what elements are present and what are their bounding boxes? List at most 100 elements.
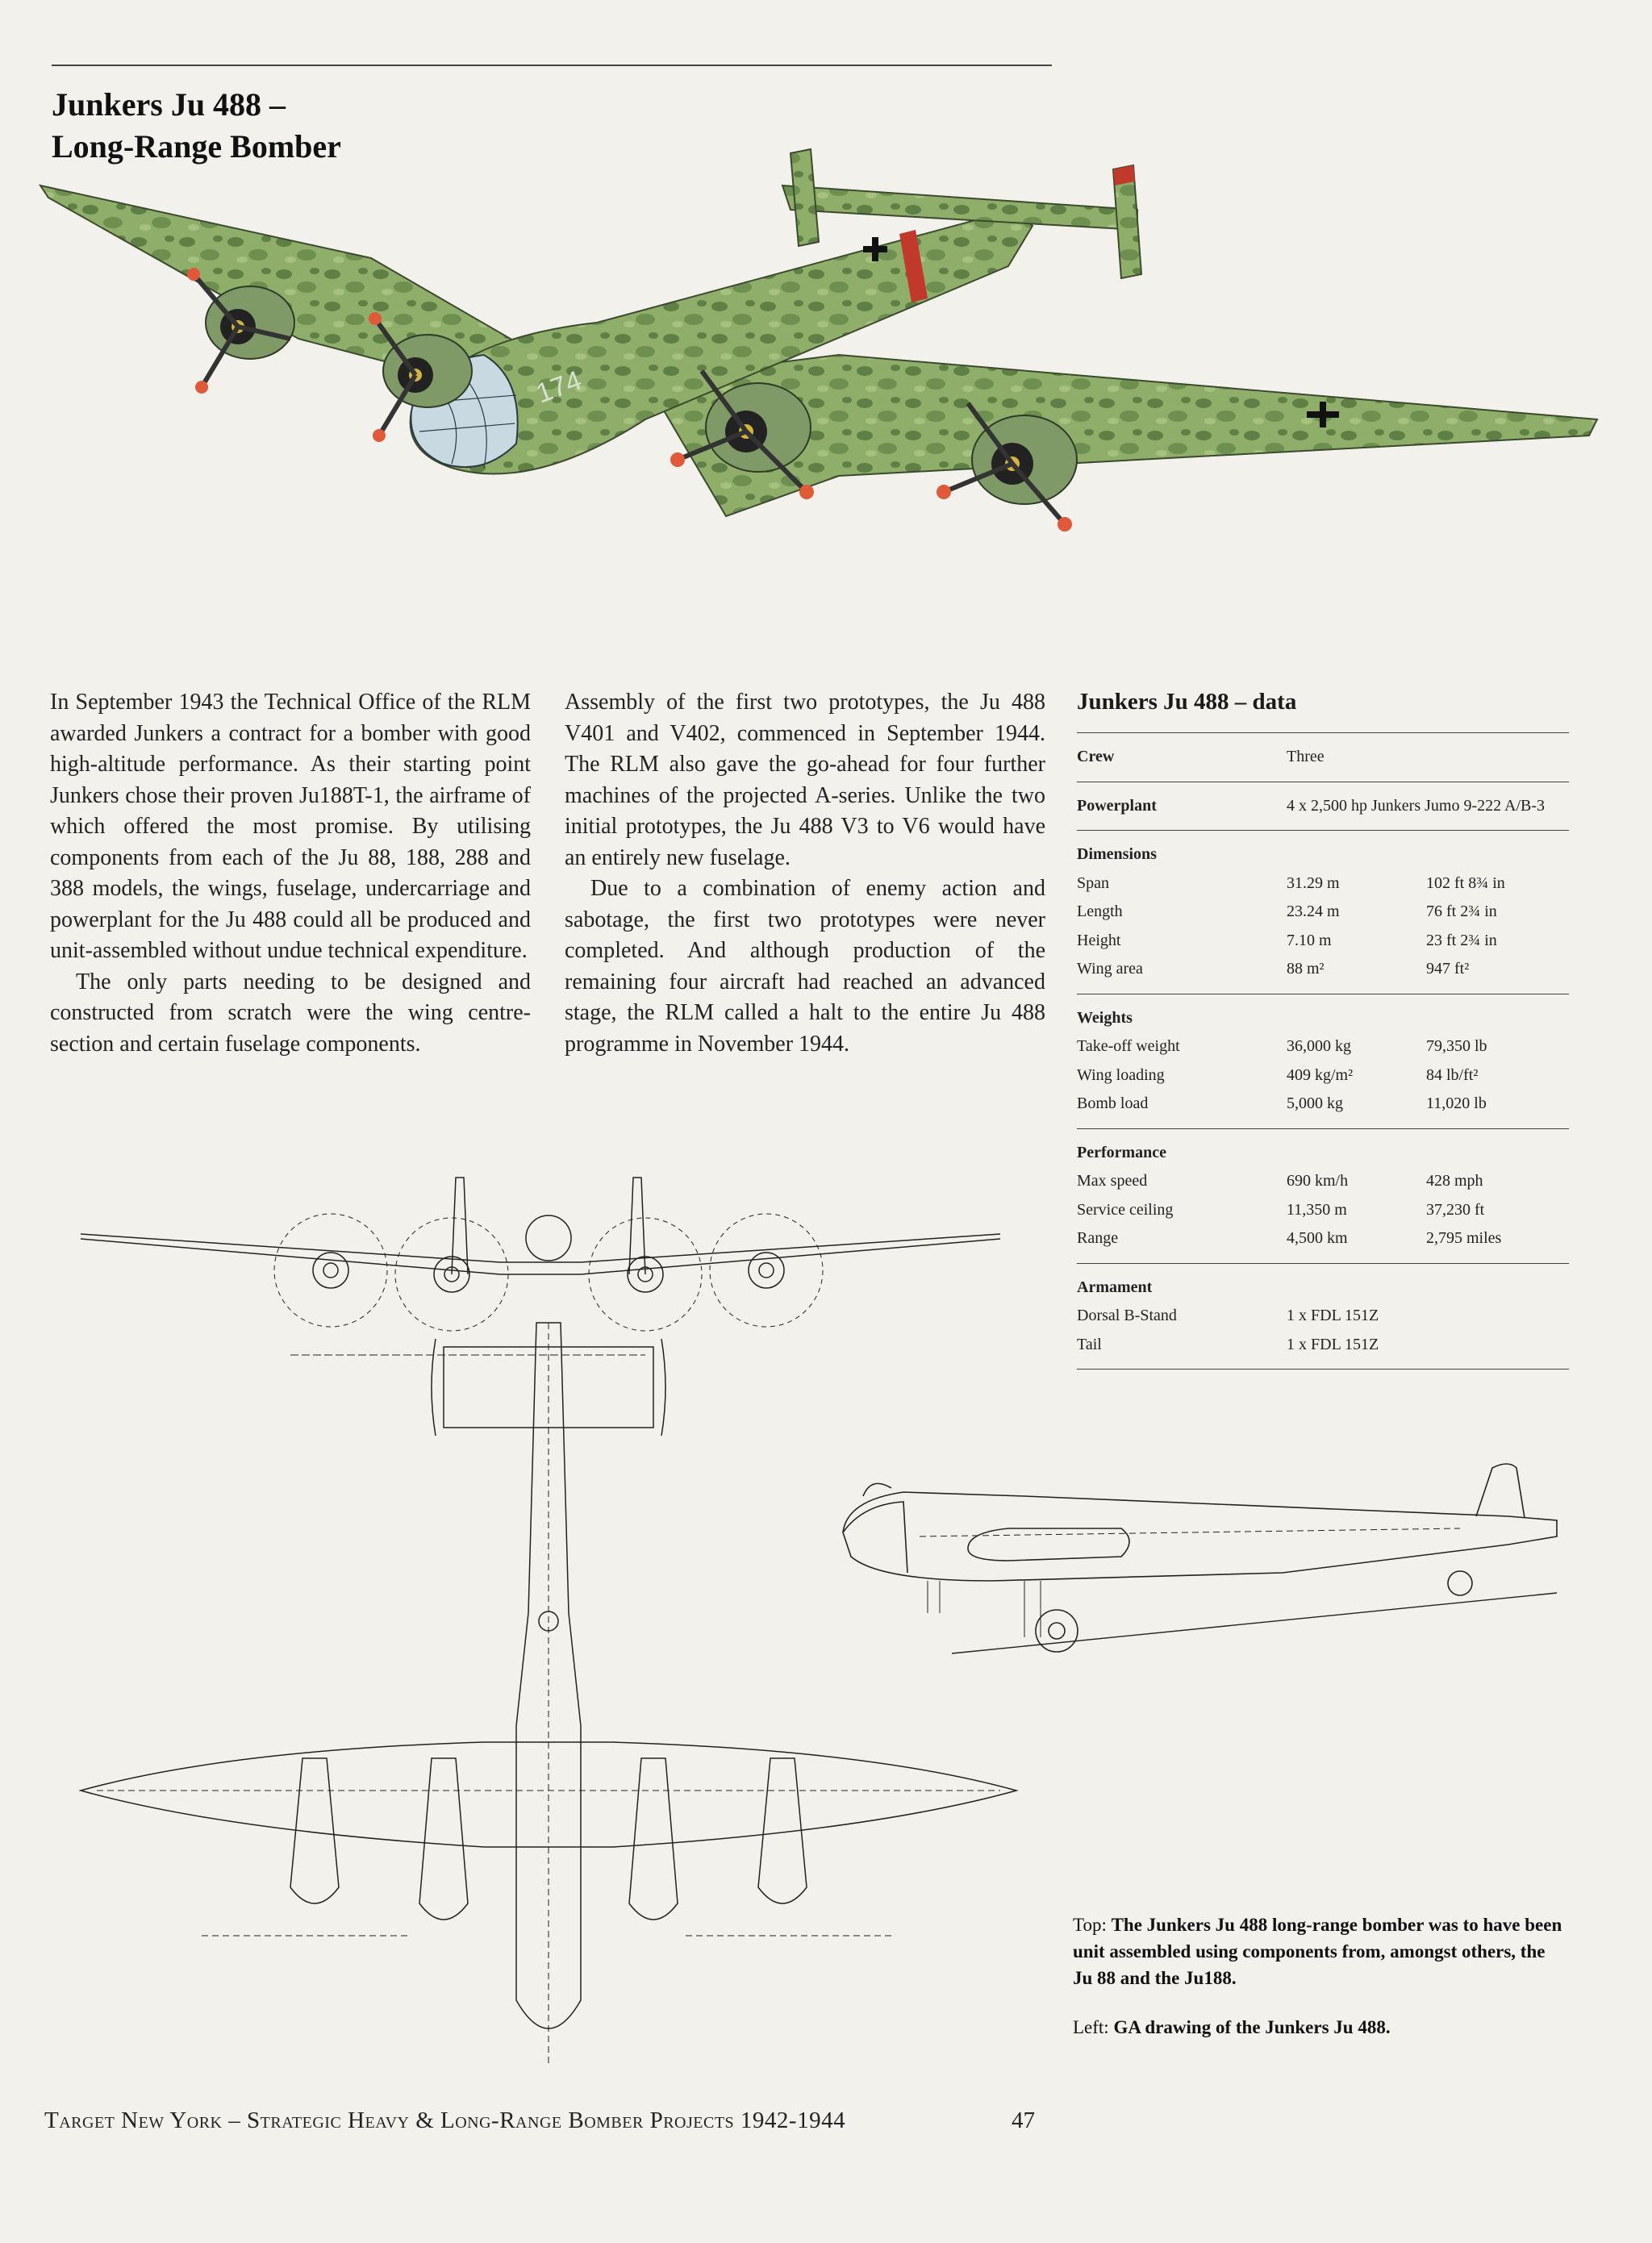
ga-drawing-side-view — [842, 1463, 1558, 1654]
row-label: Wing area — [1077, 960, 1143, 978]
row-label: Dorsal B-Stand — [1077, 1307, 1177, 1324]
row-metric: 7.10 m — [1287, 931, 1332, 949]
row-label: Height — [1077, 931, 1121, 949]
body-paragraph: Assembly of the first two prototypes, th… — [565, 690, 1045, 870]
data-row: Dorsal B-Stand 1 x FDL 151Z — [1077, 1302, 1569, 1331]
row-imperial: 37,230 ft — [1426, 1200, 1485, 1219]
data-row: Wing area 88 m² 947 ft² — [1077, 955, 1569, 984]
dimensions-heading: Dimensions — [1077, 845, 1157, 863]
row-metric: 31.29 m — [1287, 873, 1340, 892]
data-row: Range 4,500 km 2,795 miles — [1077, 1224, 1569, 1253]
row-metric: 88 m² — [1287, 960, 1325, 978]
row-metric: 409 kg/m² — [1287, 1065, 1354, 1084]
weights-heading: Weights — [1077, 1008, 1133, 1027]
body-paragraph: In September 1943 the Technical Office o… — [50, 690, 531, 963]
balkenkreuz-fuselage — [863, 237, 887, 261]
data-row: Service ceiling 11,350 m 37,230 ft — [1077, 1196, 1569, 1225]
caption-top-text: The Junkers Ju 488 long-range bomber was… — [1073, 1915, 1562, 1988]
fin-left — [789, 148, 820, 248]
side-view-main-wheel — [1035, 1609, 1078, 1653]
prop-discs — [273, 1213, 824, 1332]
page-number: 47 — [1012, 2108, 1035, 2133]
row-imperial: 2,795 miles — [1426, 1229, 1502, 1247]
fin-right — [1112, 164, 1143, 280]
side-view-engine-nacelle — [967, 1528, 1130, 1561]
fuselage — [409, 215, 1034, 475]
body-column-2: Assembly of the first two prototypes, th… — [565, 687, 1045, 1060]
plan-view-wing — [78, 1741, 1019, 1848]
front-view-fin-left — [451, 1177, 469, 1275]
title-line-2: Long-Range Bomber — [52, 128, 341, 165]
section-crew: Crew Three — [1077, 732, 1569, 782]
bomber-illustration: 174 — [38, 148, 1599, 532]
section-armament: Armament Dorsal B-Stand 1 x FDL 151Z Tail… — [1077, 1262, 1569, 1370]
plan-view-nacelles — [290, 1757, 807, 1920]
side-view-cockpit — [842, 1501, 908, 1574]
row-imperial: 79,350 lb — [1426, 1037, 1487, 1055]
engine-2 — [369, 312, 473, 442]
row-label: Take-off weight — [1077, 1037, 1180, 1055]
front-view-engines — [312, 1252, 785, 1293]
caption-left-lead: Left: — [1073, 2017, 1109, 2037]
fuselage-band — [899, 230, 928, 302]
side-view-fin — [1475, 1463, 1525, 1519]
plan-view-tailplane — [443, 1346, 654, 1428]
section-powerplant: Powerplant 4 x 2,500 hp Junkers Jumo 9-2… — [1077, 781, 1569, 831]
data-row: Take-off weight 36,000 kg 79,350 lb — [1077, 1032, 1569, 1061]
row-label: Wing loading — [1077, 1065, 1165, 1084]
armament-heading: Armament — [1077, 1278, 1153, 1296]
row-value: 1 x FDL 151Z — [1287, 1335, 1379, 1353]
ga-drawing-plan-front — [78, 1177, 1019, 2065]
row-label: Range — [1077, 1229, 1119, 1247]
row-imperial: 947 ft² — [1426, 960, 1470, 978]
row-imperial: 428 mph — [1426, 1172, 1483, 1190]
body-paragraph: Due to a combination of enemy action and… — [565, 876, 1045, 1057]
data-row: Bomb load 5,000 kg 11,020 lb — [1077, 1090, 1569, 1119]
engine-3 — [670, 369, 814, 499]
row-value: 1 x FDL 151Z — [1287, 1307, 1379, 1324]
engine-1 — [187, 268, 295, 394]
caption-top: Top: The Junkers Ju 488 long-range bombe… — [1073, 1912, 1565, 1991]
data-table: Junkers Ju 488 – data Crew Three Powerpl… — [1077, 686, 1569, 1370]
front-view-fuselage — [525, 1215, 572, 1261]
row-imperial: 23 ft 2¾ in — [1426, 931, 1497, 949]
engine-4 — [937, 402, 1078, 532]
row-label: Tail — [1077, 1335, 1102, 1353]
row-metric: 11,350 m — [1287, 1200, 1347, 1219]
caption-left-text: GA drawing of the Junkers Ju 488. — [1113, 2017, 1391, 2037]
caption-left: Left: GA drawing of the Junkers Ju 488. — [1073, 2014, 1565, 2041]
fin-tip — [1113, 165, 1135, 186]
top-rule — [52, 65, 1052, 66]
caption-top-lead: Top: — [1073, 1915, 1107, 1935]
powerplant-label: Powerplant — [1077, 796, 1157, 815]
row-metric: 36,000 kg — [1287, 1037, 1351, 1055]
row-metric: 5,000 kg — [1287, 1094, 1343, 1112]
row-label: Span — [1077, 873, 1109, 892]
data-row: Tail 1 x FDL 151Z — [1077, 1331, 1569, 1360]
side-view-fuselage — [842, 1491, 1558, 1582]
balkenkreuz-wing — [1307, 402, 1339, 427]
data-row: Max speed 690 km/h 428 mph — [1077, 1167, 1569, 1196]
powerplant-value: 4 x 2,500 hp Junkers Jumo 9-222 A/B-3 — [1287, 796, 1545, 815]
row-label: Max speed — [1077, 1172, 1148, 1190]
row-metric: 690 km/h — [1287, 1172, 1349, 1190]
running-footer: Target New York – Strategic Heavy & Long… — [44, 2108, 846, 2133]
side-view-tail-wheel — [1447, 1570, 1473, 1596]
row-imperial: 11,020 lb — [1426, 1094, 1487, 1112]
section-weights: Weights Take-off weight 36,000 kg 79,350 l… — [1077, 993, 1569, 1128]
title-line-1: Junkers Ju 488 – — [52, 86, 286, 123]
row-label: Bomb load — [1077, 1094, 1149, 1112]
front-view-wing — [80, 1233, 1001, 1263]
article-title: Junkers Ju 488 – Long-Range Bomber — [52, 84, 503, 168]
body-paragraph: The only parts needing to be designed an… — [50, 969, 531, 1057]
front-view-fin-right — [628, 1177, 646, 1275]
row-label: Service ceiling — [1077, 1200, 1174, 1219]
body-column-1: In September 1943 the Technical Office o… — [50, 687, 531, 1060]
row-metric: 4,500 km — [1287, 1229, 1348, 1247]
row-metric: 23.24 m — [1287, 903, 1340, 920]
data-row: Height 7.10 m 23 ft 2¾ in — [1077, 927, 1569, 956]
